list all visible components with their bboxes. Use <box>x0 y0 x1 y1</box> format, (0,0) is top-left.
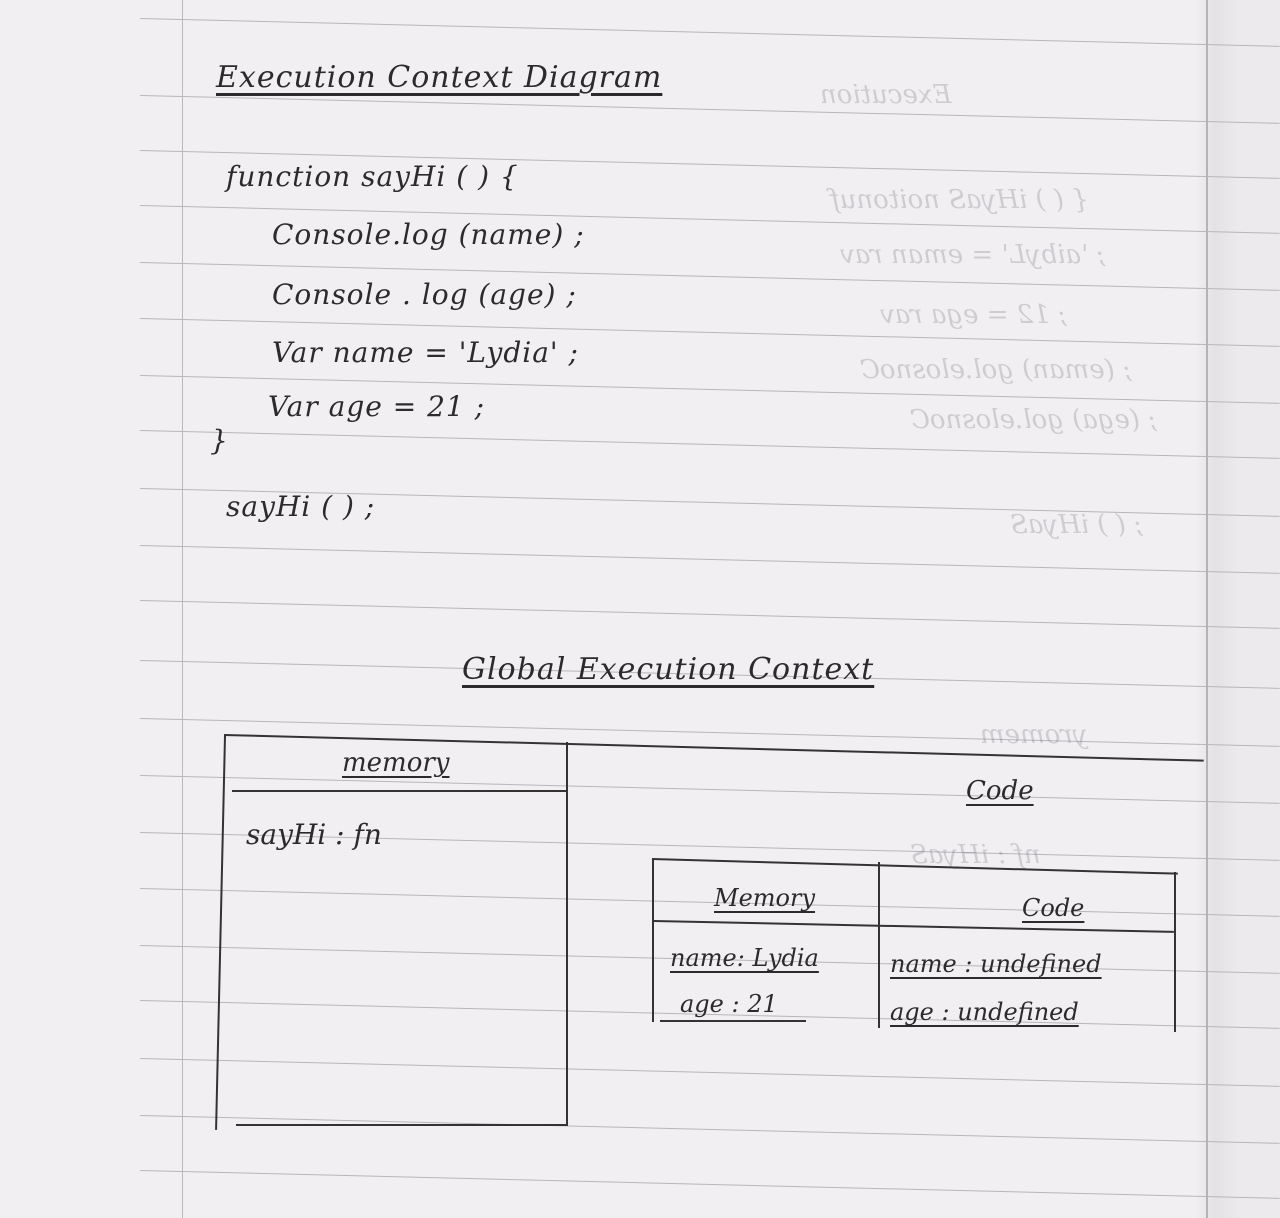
ruled-line <box>139 718 1280 747</box>
code-line-log-name: Console.log (name) ; <box>272 218 585 251</box>
ruled-line <box>139 18 1280 47</box>
code-line-log-age: Console . log (age) ; <box>272 278 577 311</box>
memory-header-divider <box>232 790 566 792</box>
ruled-line <box>139 95 1280 124</box>
code-line-call: sayHi ( ) ; <box>226 490 376 523</box>
function-memory-entry-age: age : 21 <box>680 990 778 1018</box>
page-title: Execution Context Diagram <box>216 60 663 95</box>
code-line-var-name: Var name = 'Lydia' ; <box>272 336 579 369</box>
show-through-text: Execution <box>820 80 952 110</box>
function-code-entry-age: age : undefined <box>890 998 1079 1026</box>
function-memory-header: Memory <box>714 884 816 912</box>
show-through-text: ; 12 = ega rav <box>880 300 1067 330</box>
function-code-entry-name: name : undefined <box>890 950 1102 978</box>
function-code-header: Code <box>1022 894 1085 922</box>
global-memory-header: memory <box>342 748 450 778</box>
global-box-divider <box>566 742 568 1126</box>
global-box-bottom-border <box>236 1124 566 1126</box>
ruled-line <box>139 545 1280 574</box>
show-through-text: ; ( ) iHyaS <box>1010 510 1143 540</box>
global-box-left-border <box>215 735 226 1130</box>
show-through-text: ; (eman) gol.elosnoC <box>860 355 1132 385</box>
ruled-line <box>139 1170 1280 1199</box>
function-memory-entry-name: name: Lydia <box>670 944 819 972</box>
show-through-text: { ( ) iHyaS noitonuf <box>830 185 1089 215</box>
code-line-function: function sayHi ( ) { <box>226 160 519 193</box>
ruled-line <box>139 600 1280 629</box>
notebook-binding <box>1206 0 1208 1218</box>
global-context-heading: Global Execution Context <box>462 652 875 687</box>
function-box-left-border <box>652 858 654 1022</box>
function-box-divider <box>878 862 880 1028</box>
global-code-header: Code <box>966 776 1034 806</box>
function-header-divider <box>653 920 1174 933</box>
margin-line <box>182 0 183 1218</box>
function-box-bottom-left <box>660 1020 806 1022</box>
ruled-line <box>139 888 1280 917</box>
global-memory-entry: sayHi : fn <box>246 818 382 851</box>
show-through-text: yromem <box>980 720 1088 750</box>
ruled-line <box>139 1058 1280 1087</box>
ruled-line <box>139 1115 1280 1144</box>
show-through-text: ; 'aibyL' = eman rav <box>840 240 1106 270</box>
function-box-right-border <box>1174 872 1176 1032</box>
code-line-closing-brace: } <box>210 424 229 457</box>
code-line-var-age: Var age = 21 ; <box>268 390 486 423</box>
show-through-text: ; (ega) gol.elosnoC <box>910 405 1157 435</box>
